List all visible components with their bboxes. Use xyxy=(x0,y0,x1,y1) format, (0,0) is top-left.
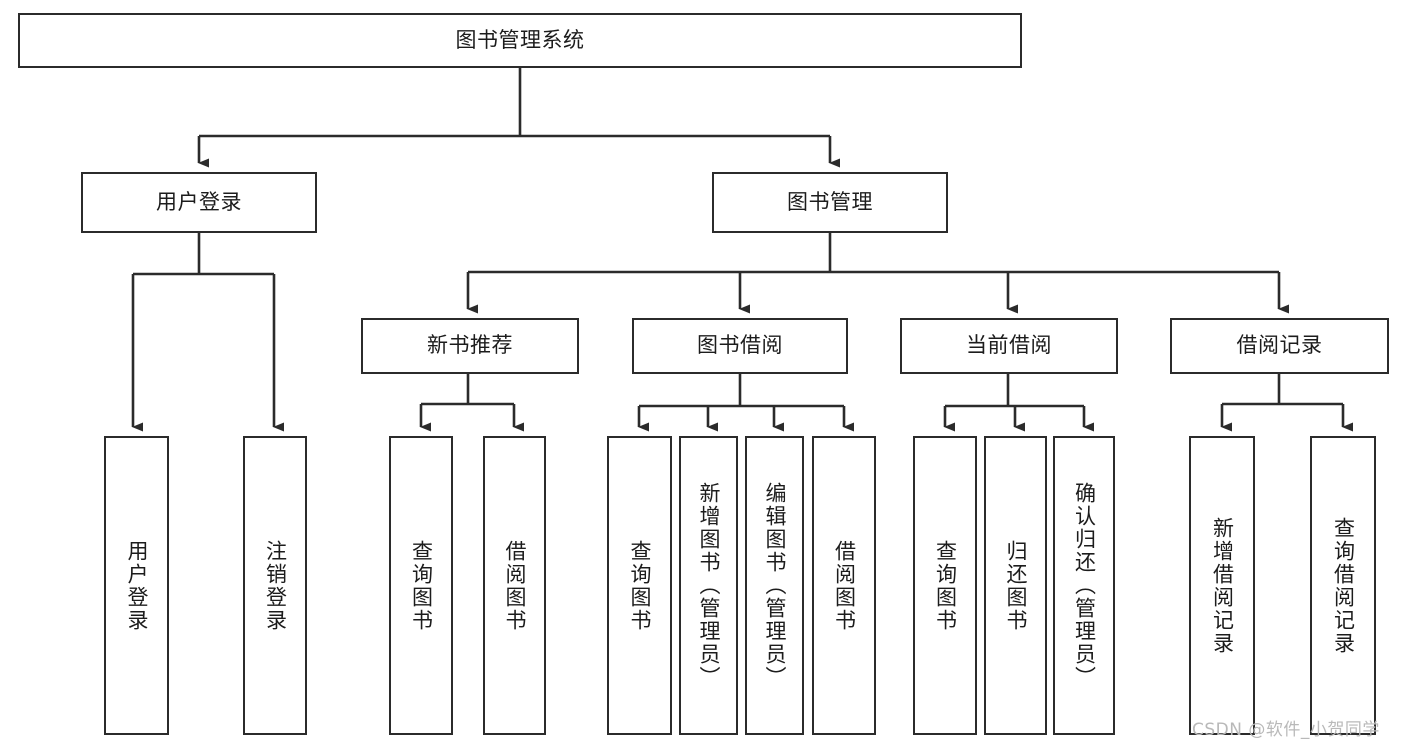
node-label: 借阅记录 xyxy=(1236,333,1323,358)
connector-group-records xyxy=(1220,374,1353,432)
csdn-watermark: CSDN @软件_小贺同学 xyxy=(1192,720,1380,740)
leaf-node[interactable]: 用户登录 xyxy=(104,436,169,735)
node-label: 当前借阅 xyxy=(966,333,1052,358)
node-label: 用户登录 xyxy=(125,539,149,632)
node-label: 图书管理系统 xyxy=(455,27,585,52)
node-borrow-records[interactable]: 借阅记录 xyxy=(1170,318,1389,374)
node-label: 查询借阅记录 xyxy=(1331,516,1356,655)
node-label: 借阅图书 xyxy=(832,539,857,632)
connector-group-new-book xyxy=(419,374,524,432)
leaf-node[interactable]: 查询图书 xyxy=(389,436,453,735)
node-label: 查询图书 xyxy=(628,539,652,632)
node-book-management[interactable]: 图书管理 xyxy=(712,172,948,233)
node-label: 用户登录 xyxy=(156,189,242,214)
connector-group-current-borrow xyxy=(943,374,1094,432)
node-new-book-recommend[interactable]: 新书推荐 xyxy=(361,318,579,374)
node-root-system[interactable]: 图书管理系统 xyxy=(18,13,1022,68)
node-label: 新增图书（管理员） xyxy=(697,482,721,689)
node-label: 图书管理 xyxy=(787,189,873,214)
leaf-node[interactable]: 借阅图书 xyxy=(483,436,546,735)
leaf-node[interactable]: 确认归还（管理员） xyxy=(1053,436,1115,735)
connector-group-borrow xyxy=(637,374,854,432)
leaf-node[interactable]: 借阅图书 xyxy=(812,436,876,735)
leaf-node[interactable]: 新增借阅记录 xyxy=(1189,436,1255,735)
node-book-borrow[interactable]: 图书借阅 xyxy=(632,318,848,374)
leaf-node[interactable]: 归还图书 xyxy=(984,436,1047,735)
leaf-node[interactable]: 查询借阅记录 xyxy=(1310,436,1376,735)
node-label: 新书推荐 xyxy=(427,333,513,358)
node-label: 确认归还（管理员） xyxy=(1072,482,1097,689)
node-label: 归还图书 xyxy=(1004,539,1028,632)
node-label: 新增借阅记录 xyxy=(1210,516,1235,655)
node-user-login[interactable]: 用户登录 xyxy=(81,172,317,233)
node-label: 编辑图书（管理员） xyxy=(763,482,787,689)
leaf-node[interactable]: 新增图书（管理员） xyxy=(679,436,738,735)
node-label: 注销登录 xyxy=(263,539,288,632)
node-label: 查询图书 xyxy=(409,539,434,632)
node-label: 借阅图书 xyxy=(503,539,527,632)
leaf-node[interactable]: 查询图书 xyxy=(913,436,977,735)
leaf-node[interactable]: 编辑图书（管理员） xyxy=(745,436,804,735)
connector-group-user-login xyxy=(131,233,284,432)
node-current-borrow[interactable]: 当前借阅 xyxy=(900,318,1118,374)
leaf-node[interactable]: 查询图书 xyxy=(607,436,672,735)
connector-group-root xyxy=(197,68,840,168)
connector-group-book-manage xyxy=(466,233,1289,314)
leaf-node[interactable]: 注销登录 xyxy=(243,436,307,735)
node-label: 查询图书 xyxy=(933,539,958,632)
node-label: 图书借阅 xyxy=(697,333,783,358)
